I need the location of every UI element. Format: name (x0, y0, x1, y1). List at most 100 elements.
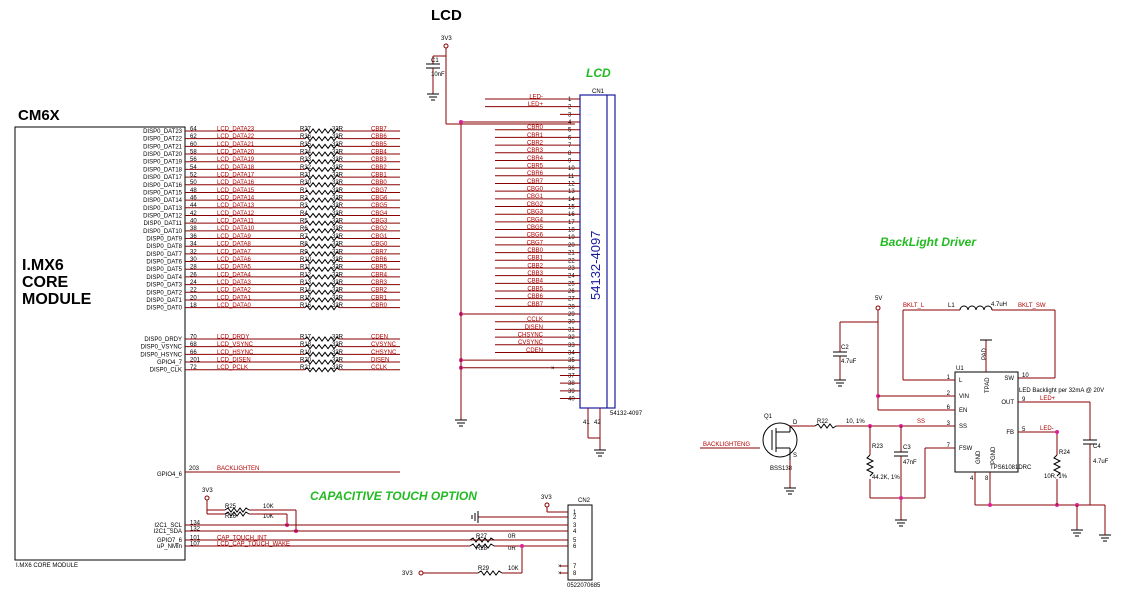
resistor-val: 33R (332, 280, 344, 286)
c1-rail-node (443, 43, 449, 49)
core-net-label: LCD_HSYNC (217, 350, 254, 356)
resistor-ref: R11 (300, 265, 311, 271)
r27-ref: R27 (476, 534, 488, 540)
resistor-val: 33R (332, 172, 344, 178)
u1-gnd: GND (976, 450, 982, 464)
cn2-pin-num: 5 (573, 538, 577, 544)
resistor-ref: R32 (300, 165, 312, 171)
resistor-ref: R2 (300, 196, 308, 202)
r23-zigzag (865, 454, 875, 477)
core-pin-name: DISP0_DRDY (144, 337, 182, 343)
core-line2: CORE (22, 274, 69, 291)
core-pin-name: DISP0_DAT3 (146, 283, 182, 289)
out-net-label: DISEN (371, 357, 389, 363)
cn1-signal-label: CBG6 (527, 233, 544, 239)
core-pin-num: 22 (190, 288, 197, 294)
fb-junction (1055, 430, 1059, 434)
core-pin-num: 38 (190, 226, 197, 232)
cn1-signal-label: CBG0 (527, 187, 544, 193)
c1-ref: C1 (431, 58, 439, 64)
u1-pin-num: 6 (947, 405, 951, 411)
series-resistor (304, 297, 340, 303)
out-net-label: CBB3 (371, 157, 387, 163)
series-resistor (304, 359, 340, 365)
out-net-label: CBG1 (371, 234, 388, 240)
lcd-green-title: LCD (586, 66, 611, 80)
out-net-label: CBR3 (371, 280, 388, 286)
bklt-l-label: BKLT_L (903, 303, 925, 309)
backlighteng-label: BACKLIGHTENG (703, 442, 750, 448)
r29-rail: 3V3 (402, 571, 413, 577)
series-resistor (304, 228, 340, 234)
series-resistor (304, 128, 340, 134)
out-net-label: CBG7 (371, 188, 388, 194)
cn1-pin-num: 31 (568, 327, 575, 333)
core-pin-num: 46 (190, 196, 197, 202)
cn1-pin-num: 4 (568, 120, 572, 126)
resistor-val: 33R (332, 196, 344, 202)
touch-pin-name: I2C1_SDA (154, 529, 182, 535)
cn1-signal-label: CBR6 (527, 171, 544, 177)
touch-pin-num: 132 (190, 526, 201, 532)
out-net-label: CBG5 (371, 203, 388, 209)
cn1-signal-label: CBG5 (527, 225, 544, 231)
cn1-pin-num: 6 (568, 135, 572, 141)
core-pin-name: DISP0_DAT14 (143, 198, 183, 204)
core-net-label: LCD_PCLK (217, 365, 248, 371)
touch-pin-name: GPIO7_6 (157, 538, 183, 544)
core-footer: I.MX6 CORE MODULE (16, 563, 78, 569)
r28-zigzag (469, 543, 495, 549)
r23-val: 44.2K, 1% (872, 475, 900, 481)
core-net-label: LCD_DRDY (217, 334, 249, 340)
resistor-val: 33R (332, 272, 344, 278)
series-resistor (304, 351, 340, 358)
resistor-ref: R30 (300, 180, 312, 186)
led-minus-label: LED- (1040, 426, 1054, 432)
c3-val: 47nF (903, 460, 917, 466)
resistor-ref: R7 (300, 234, 308, 240)
cn2-ref: CN2 (578, 498, 591, 504)
cn1-pin-num: 12 (568, 181, 575, 187)
cn1-signal-label: CBR2 (527, 140, 544, 146)
cn1-pin-num: 33 (568, 343, 575, 349)
bl-note: LED Backlight per 32mA @ 20V (1019, 388, 1104, 394)
q1-ref: Q1 (764, 414, 773, 420)
cn1-signal-label: CBB1 (527, 256, 543, 262)
r25-val: 10K (263, 504, 274, 510)
series-resistor (304, 235, 340, 242)
resistor-val: 33R (332, 288, 344, 294)
cn1-pin-num: 2 (568, 105, 572, 111)
u1-ref: U1 (956, 366, 964, 372)
u1-pin4: 4 (970, 476, 974, 482)
series-resistor (304, 189, 340, 196)
series-resistor (304, 166, 340, 173)
touch-pin-num: 107 (190, 541, 201, 547)
core-pin-num: 30 (190, 257, 197, 263)
out-net-label: CBR5 (371, 265, 388, 271)
lcd-top-title: LCD (431, 7, 462, 24)
core-pin-name: DISP0_DAT8 (146, 244, 182, 250)
core-module-box (14, 126, 186, 561)
core-pin-num: 54 (190, 165, 197, 171)
cm6x-title: CM6X (18, 107, 60, 124)
core-pin-num: 24 (190, 280, 197, 286)
cn1-signal-label: CBR1 (527, 133, 544, 139)
touch-rail: 3V3 (202, 488, 213, 494)
resistor-val: 33R (332, 149, 344, 155)
r29-ref: R29 (478, 566, 490, 572)
pin8-junction (988, 503, 992, 507)
r28-ref: R28 (476, 546, 488, 552)
cn1-body (579, 94, 616, 409)
cn1-pin-num: 20 (568, 243, 575, 249)
cn1-ref: CN1 (592, 89, 605, 95)
core-pin-num: 26 (190, 272, 197, 278)
core-pin-num: 68 (190, 342, 197, 348)
core-pin-name: DISP0_DAT23 (143, 129, 183, 135)
core-net-label: LCD_DATA2 (217, 288, 251, 294)
u1-pad: PAD (982, 347, 988, 360)
cn1-signal-label: DISEN (525, 325, 543, 331)
r28-val: 0R (508, 546, 516, 552)
core-net-label: LCD_DATA4 (217, 272, 251, 278)
touch-net-label: CAP_TOUCH_INT (217, 535, 267, 541)
series-resistor (304, 343, 340, 350)
